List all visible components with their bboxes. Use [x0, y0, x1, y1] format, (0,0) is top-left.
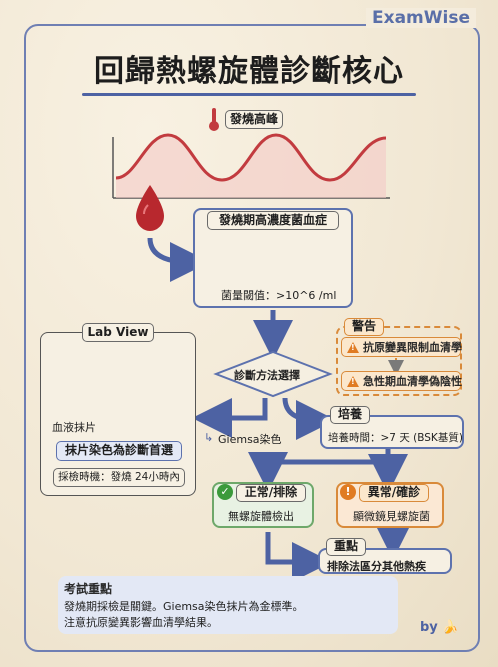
lab-view-title: Lab View: [82, 323, 154, 342]
warning-box: [336, 326, 462, 396]
normal-desc: 無螺旋體檢出: [228, 510, 294, 523]
blood-drop-icon: [136, 185, 164, 231]
culture-box: [320, 415, 464, 449]
lab-main-label: 抹片染色為診斷首選: [56, 441, 182, 461]
fever-chart: [112, 133, 390, 199]
method-label: 診斷方法選擇: [234, 369, 300, 382]
giemsa-arrow: ↳: [204, 431, 214, 444]
culture-time: 培養時間：>7 天 (BSK基質): [328, 432, 463, 444]
warning-item-text: 抗原變異限制血清學: [363, 341, 462, 354]
thermometer-icon: [209, 108, 219, 131]
arrow-to-culture: [282, 397, 336, 440]
fever-curve: [115, 133, 387, 182]
footer-title: 考試重點: [64, 582, 113, 596]
warning-item-0: 抗原變異限制血清學: [341, 337, 462, 357]
bacteremia-threshold: 菌量閾值：>10^6 /ml: [221, 289, 337, 302]
smear-label: 血液抹片: [52, 421, 96, 434]
byline: by 🍌: [420, 620, 459, 635]
page-title: 回歸熱螺旋體診斷核心: [94, 54, 404, 89]
warning-title: 警告: [344, 318, 384, 336]
key-desc: 排除法區分其他熱疾: [327, 560, 426, 573]
giemsa-label: Giemsa染色: [218, 433, 282, 446]
arrow-to-normal: [248, 447, 391, 492]
footer-line-1: 注意抗原變異影響血清學結果。: [64, 616, 218, 629]
arrow-drop-to-bacteremia: [147, 237, 210, 282]
abnormal-desc: 顯微鏡見螺旋菌: [353, 510, 430, 523]
normal-title: 正常/排除: [236, 484, 306, 502]
warning-icon: [347, 375, 359, 387]
arrow-normal-to-key: [265, 532, 332, 582]
warning-item-1: 急性期血清學偽陰性: [341, 371, 462, 391]
warning-item-text: 急性期血清學偽陰性: [363, 375, 462, 388]
arrow-to-giemsa: [192, 398, 268, 438]
abnormal-title: 異常/確診: [359, 484, 429, 502]
alert-icon: !: [340, 484, 356, 500]
footer-box: [58, 576, 398, 634]
check-icon: ✓: [217, 484, 233, 500]
lab-timing-label: 採檢時機：發燒 24小時內: [53, 468, 185, 487]
page-frame: [24, 24, 480, 652]
warning-icon: [347, 341, 359, 353]
method-diamond: [213, 350, 333, 398]
footer-line-0: 發燒期採檢是關鍵。Giemsa染色抹片為金標準。: [64, 600, 304, 613]
culture-title: 培養: [330, 406, 370, 424]
key-title: 重點: [326, 538, 366, 556]
fever-peak-label: 發燒高峰: [225, 110, 283, 129]
bacteremia-label: 發燒期高濃度菌血症: [207, 211, 339, 230]
title-underline: [82, 93, 416, 96]
brand-logo: ExamWise: [366, 8, 476, 28]
fever-area: [116, 135, 386, 198]
